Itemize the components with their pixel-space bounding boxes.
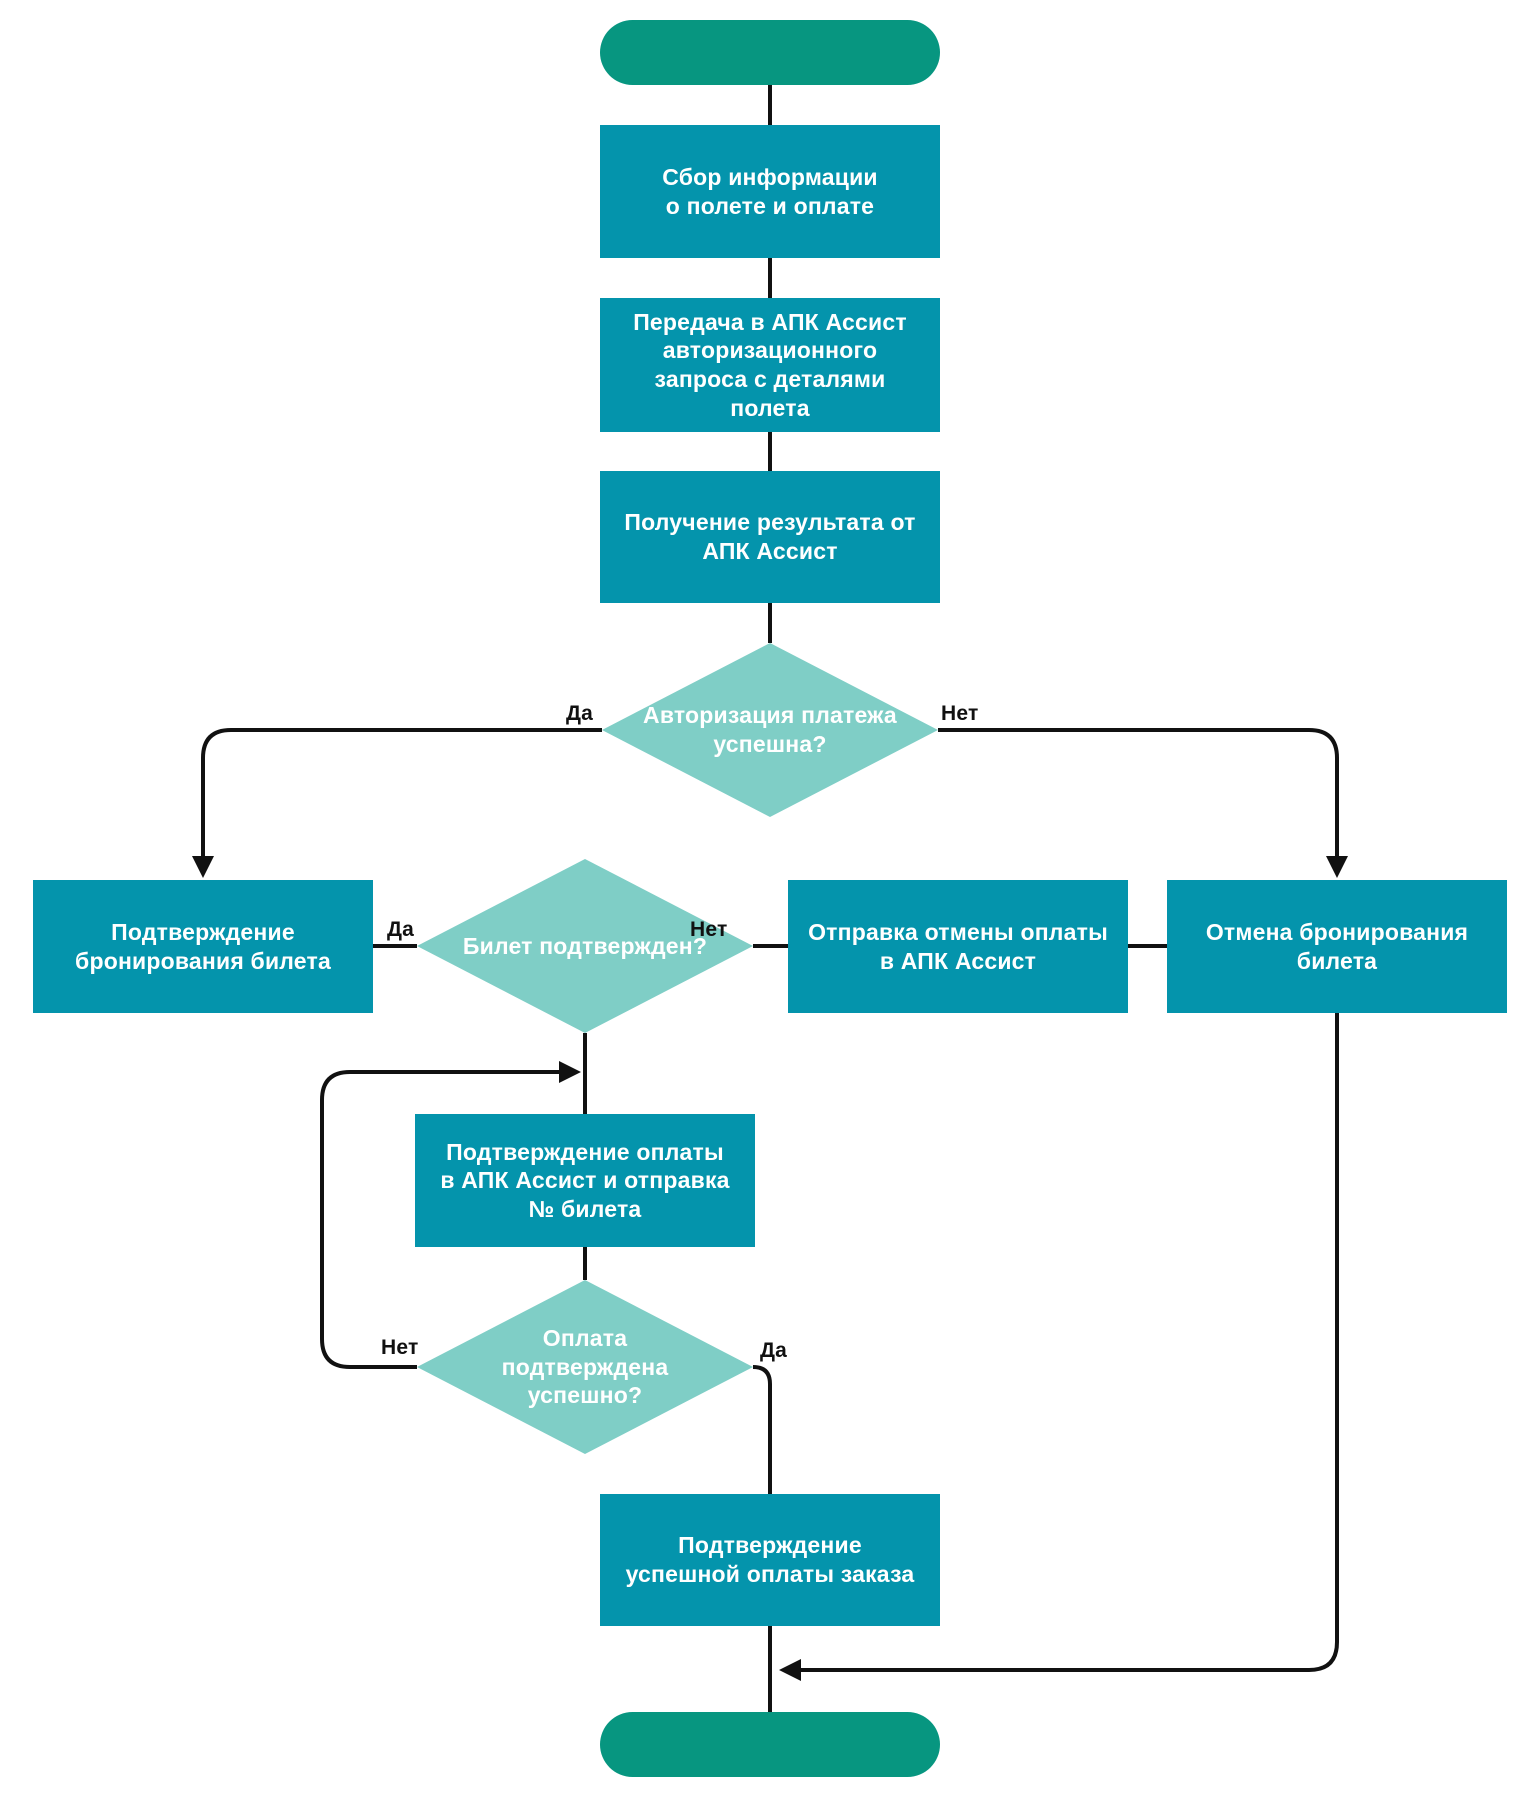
process-send-auth-request: Передача в АПК Ассист авторизационного з… xyxy=(600,298,940,432)
edge-payment-no-loop xyxy=(320,1070,560,1369)
decision-ticket-confirmed: Билет подтвержден? xyxy=(417,859,753,1033)
end-terminal xyxy=(600,1712,940,1777)
edge-label-ticket-no: Нет xyxy=(690,918,728,941)
edge-label-payment-no: Нет xyxy=(381,1336,419,1359)
edge-label-ticket-yes: Да xyxy=(387,918,415,941)
process-collect-info: Сбор информации о полете и оплате xyxy=(600,125,940,258)
process-confirm-order-paid: Подтверждение успешной оплаты заказа xyxy=(600,1494,940,1626)
process-receive-result: Получение результата от АПК Ассист xyxy=(600,471,940,603)
decision-auth-success: Авторизация платежа успешна? xyxy=(602,643,938,817)
start-terminal xyxy=(600,20,940,85)
edge-label-payment-yes: Да xyxy=(760,1339,788,1362)
decision-ticket-confirmed-label: Билет подтвержден? xyxy=(462,932,708,959)
arrowhead-auth-no xyxy=(1326,856,1348,878)
arrowhead-payment-no-loop xyxy=(559,1061,581,1083)
process-confirm-payment-send-ticket: Подтверждение оплаты в АПК Ассист и отпр… xyxy=(415,1114,755,1247)
edge-auth-no xyxy=(938,728,1339,860)
edge-cancel-booking-to-end-merge xyxy=(800,1013,1339,1672)
decision-payment-confirmed-label: Оплата подтверждена успешно? xyxy=(501,1325,669,1409)
decision-payment-confirmed: Оплата подтверждена успешно? xyxy=(417,1280,753,1454)
edge-payment-yes xyxy=(752,1365,772,1494)
edge-auth-yes xyxy=(201,728,602,860)
edge-label-auth-no: Нет xyxy=(941,702,979,725)
decision-auth-success-label: Авторизация платежа успешна? xyxy=(643,702,897,757)
arrowhead-merge-left xyxy=(779,1659,801,1681)
process-send-cancel-payment: Отправка отмены оплаты в АПК Ассист xyxy=(788,880,1128,1013)
edge-label-auth-yes: Да xyxy=(566,702,594,725)
arrowhead-auth-yes xyxy=(192,856,214,878)
process-confirm-booking: Подтверждение бронирования билета xyxy=(33,880,373,1013)
process-cancel-booking: Отмена бронирования билета xyxy=(1167,880,1507,1013)
